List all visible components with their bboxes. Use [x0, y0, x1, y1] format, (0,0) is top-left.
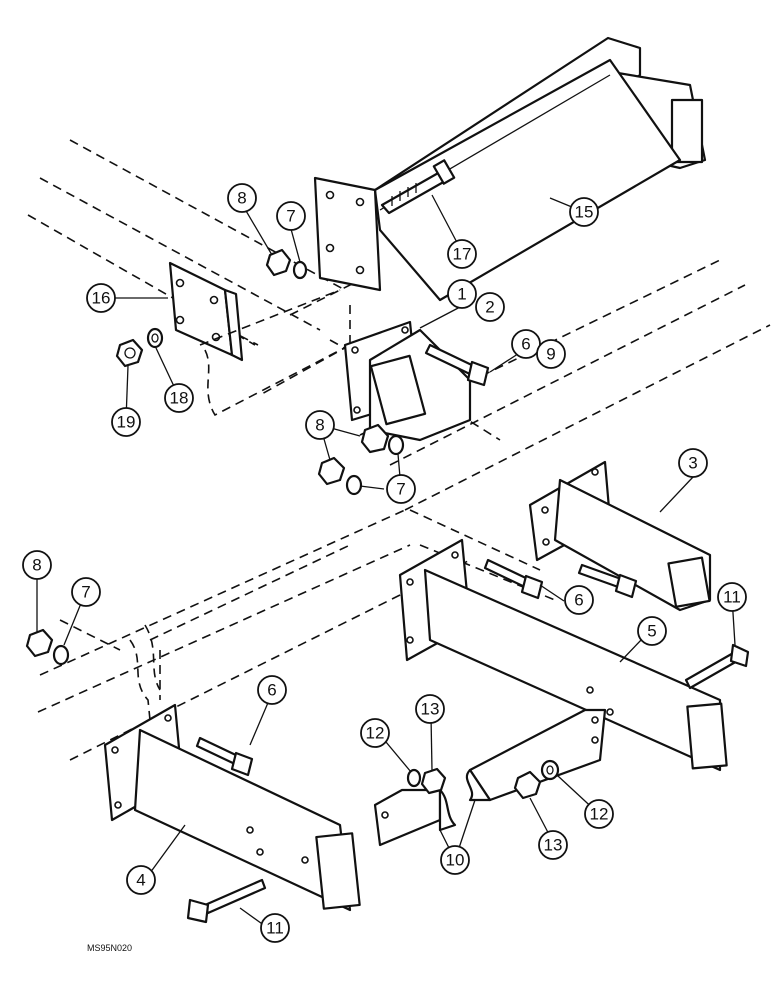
svg-text:8: 8 — [315, 416, 324, 435]
bolt-11-right — [684, 643, 750, 690]
svg-text:7: 7 — [81, 583, 90, 602]
callout-18: 18 — [164, 383, 194, 413]
washer-7-top — [292, 260, 308, 280]
svg-text:4: 4 — [136, 871, 145, 890]
svg-text:13: 13 — [421, 700, 440, 719]
washer-18 — [146, 327, 164, 349]
callout-19: 19 — [111, 407, 141, 437]
svg-text:7: 7 — [286, 207, 295, 226]
callout-12-right: 12 — [584, 799, 614, 829]
svg-text:6: 6 — [574, 591, 583, 610]
callout-11-lower: 11 — [260, 913, 290, 943]
figure-code: MS95N020 — [87, 943, 132, 953]
callout-3: 3 — [678, 448, 708, 478]
svg-text:19: 19 — [117, 413, 136, 432]
callout-16: 16 — [86, 283, 116, 313]
callout-6-right: 6 — [564, 585, 594, 615]
svg-text:9: 9 — [546, 345, 555, 364]
main-tube-15 — [313, 36, 707, 302]
callout-8-top: 8 — [227, 183, 257, 213]
callout-4: 4 — [126, 865, 156, 895]
svg-text:5: 5 — [647, 622, 656, 641]
bolt-6-upper — [424, 343, 490, 387]
svg-text:18: 18 — [170, 389, 189, 408]
callout-5: 5 — [637, 616, 667, 646]
svg-text:17: 17 — [453, 245, 472, 264]
nut-8-left — [25, 628, 54, 658]
bolt-17 — [380, 159, 456, 215]
callout-8-middle: 8 — [305, 410, 335, 440]
callout-7-top: 7 — [276, 201, 306, 231]
svg-text:13: 13 — [544, 836, 563, 855]
svg-text:8: 8 — [32, 556, 41, 575]
callout-6-upper: 6 — [511, 329, 541, 359]
callout-7-middle: 7 — [386, 474, 416, 504]
nut-19 — [115, 338, 144, 368]
washer-7-middle-b — [345, 474, 363, 496]
channel-10 — [373, 708, 607, 847]
callout-13-bottom: 13 — [538, 830, 568, 860]
bolt-6-right-b — [577, 563, 638, 599]
svg-text:2: 2 — [485, 298, 494, 317]
svg-text:12: 12 — [590, 805, 609, 824]
broken-tube-upper — [199, 289, 351, 417]
callout-13-top: 13 — [415, 694, 445, 724]
nut-13-left — [420, 767, 447, 795]
svg-text:15: 15 — [575, 203, 594, 222]
svg-text:16: 16 — [92, 289, 111, 308]
svg-text:10: 10 — [446, 851, 465, 870]
washer-12-left — [406, 768, 422, 788]
callout-17: 17 — [447, 239, 477, 269]
bolt-11-lower — [186, 878, 267, 924]
svg-text:11: 11 — [266, 919, 284, 938]
washer-7-middle-a — [387, 434, 405, 456]
svg-text:8: 8 — [237, 189, 246, 208]
nut-8-middle-a — [360, 423, 390, 454]
callout-7-left: 7 — [71, 577, 101, 607]
svg-text:11: 11 — [723, 588, 741, 607]
washer-12-right — [540, 759, 560, 781]
svg-text:6: 6 — [521, 335, 530, 354]
callout-12-left: 12 — [360, 718, 390, 748]
svg-text:3: 3 — [688, 454, 697, 473]
washer-7-left — [52, 644, 70, 666]
bracket-3 — [528, 460, 712, 612]
nut-8-top — [265, 248, 292, 277]
callout-2: 2 — [475, 292, 505, 322]
plate-16 — [168, 261, 244, 362]
tube-4 — [103, 703, 361, 912]
svg-text:12: 12 — [366, 724, 385, 743]
tube-5 — [398, 538, 728, 772]
broken-tube-lower — [129, 624, 161, 721]
bracket-1 — [343, 320, 472, 442]
svg-text:6: 6 — [267, 681, 276, 700]
bolt-6-lower — [195, 736, 254, 777]
callout-10: 10 — [440, 845, 470, 875]
callout-9: 9 — [536, 339, 566, 369]
svg-text:7: 7 — [396, 480, 405, 499]
nut-13-right — [513, 770, 542, 800]
callout-11-right: 11 — [717, 582, 747, 612]
svg-text:1: 1 — [457, 285, 466, 304]
callout-6-lower: 6 — [257, 675, 287, 705]
nut-8-middle-b — [317, 456, 346, 486]
callout-8-left: 8 — [22, 550, 52, 580]
bolt-6-right-a — [483, 558, 544, 600]
callout-15: 15 — [569, 197, 599, 227]
callout-1: 1 — [447, 279, 477, 309]
